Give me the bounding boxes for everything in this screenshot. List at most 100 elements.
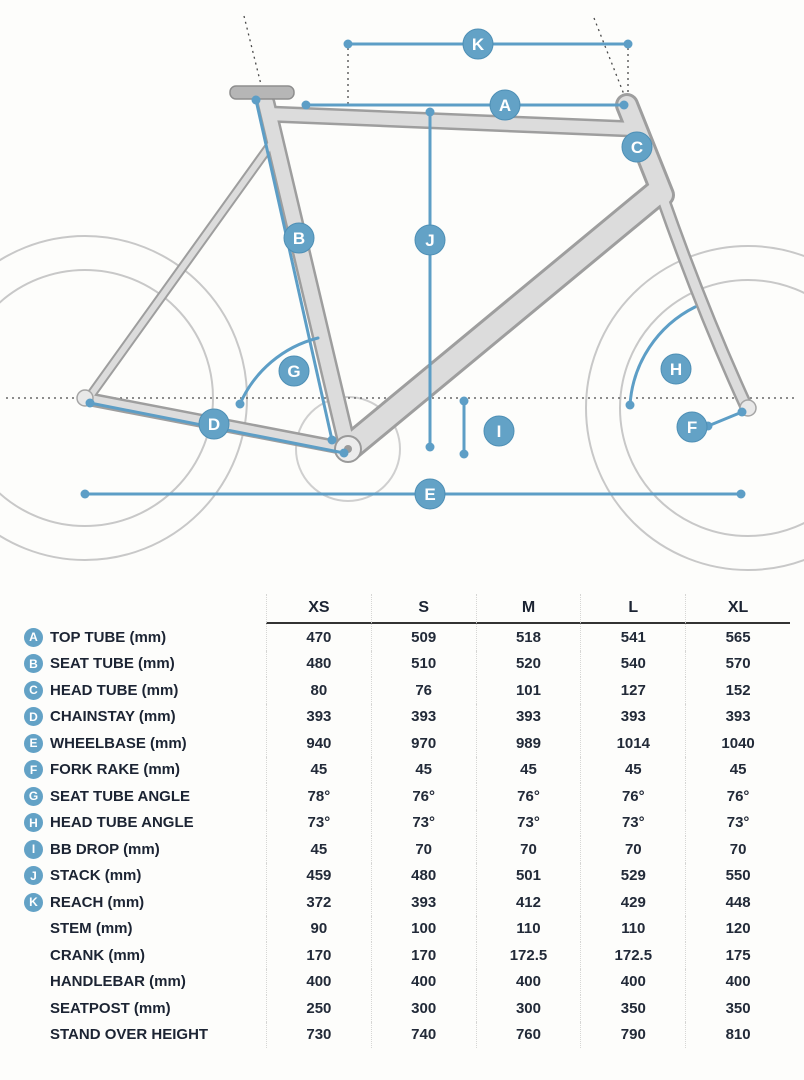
measurement-endpoints bbox=[80, 39, 747, 499]
diagram-badge-I: I bbox=[483, 415, 515, 447]
value-cell: 518 bbox=[475, 624, 581, 651]
diagram-badge-E: E bbox=[414, 478, 446, 510]
value-cell: 412 bbox=[475, 889, 581, 916]
diagram-badge-J: J bbox=[414, 224, 446, 256]
row-badge: B bbox=[24, 654, 43, 674]
diagram-badge-A: A bbox=[489, 89, 521, 121]
value-cell: 172.5 bbox=[475, 942, 581, 969]
value-cell: 810 bbox=[685, 1021, 790, 1048]
value-cell: 510 bbox=[370, 650, 476, 677]
value-cell: 790 bbox=[580, 1021, 685, 1048]
value-cell: 480 bbox=[370, 862, 476, 889]
svg-text:B: B bbox=[293, 229, 305, 248]
value-cell: 172.5 bbox=[580, 942, 685, 969]
row-badge: H bbox=[24, 813, 43, 833]
table-corner bbox=[18, 594, 266, 624]
value-cell: 940 bbox=[266, 730, 371, 757]
bike-geometry-diagram: K A C B J G H D I bbox=[0, 15, 804, 571]
svg-text:F: F bbox=[687, 418, 697, 437]
value-cell: 520 bbox=[475, 650, 581, 677]
column-header: L bbox=[580, 594, 686, 624]
value-cell: 45 bbox=[370, 756, 476, 783]
value-cell: 76° bbox=[580, 783, 685, 810]
row-badge-spacer bbox=[24, 999, 43, 1018]
value-cell: 529 bbox=[580, 862, 685, 889]
value-cell: 550 bbox=[685, 862, 790, 889]
value-cell: 393 bbox=[685, 703, 790, 730]
value-cell: 400 bbox=[685, 968, 790, 995]
svg-text:C: C bbox=[631, 138, 643, 157]
value-cell: 459 bbox=[266, 862, 371, 889]
row-badge: C bbox=[24, 680, 43, 700]
value-cell: 250 bbox=[266, 995, 371, 1022]
row-badge: E bbox=[24, 733, 43, 753]
value-cell: 110 bbox=[475, 915, 581, 942]
column-header: S bbox=[370, 594, 476, 624]
row-badge-spacer bbox=[24, 972, 43, 991]
value-cell: 170 bbox=[266, 942, 371, 969]
value-cell: 127 bbox=[580, 677, 685, 704]
value-cell: 300 bbox=[370, 995, 476, 1022]
value-cell: 393 bbox=[475, 703, 581, 730]
row-label-cell: SEATPOST (mm) bbox=[18, 995, 266, 1022]
svg-text:E: E bbox=[424, 485, 435, 504]
value-cell: 760 bbox=[475, 1021, 581, 1048]
svg-text:H: H bbox=[670, 360, 682, 379]
value-cell: 170 bbox=[370, 942, 476, 969]
diagram-badge-B: B bbox=[283, 222, 315, 254]
value-cell: 393 bbox=[580, 703, 685, 730]
value-cell: 70 bbox=[475, 836, 581, 863]
value-cell: 565 bbox=[685, 624, 790, 651]
row-label: HANDLEBAR (mm) bbox=[50, 973, 186, 991]
chainring-circle bbox=[295, 396, 401, 502]
value-cell: 393 bbox=[266, 703, 371, 730]
row-label: REACH (mm) bbox=[50, 893, 145, 911]
diagram-badge-K: K bbox=[462, 28, 494, 60]
value-cell: 1040 bbox=[685, 730, 790, 757]
value-cell: 989 bbox=[475, 730, 581, 757]
value-cell: 393 bbox=[370, 703, 476, 730]
value-cell: 45 bbox=[266, 756, 371, 783]
value-cell: 540 bbox=[580, 650, 685, 677]
value-cell: 101 bbox=[475, 677, 581, 704]
value-cell: 76° bbox=[685, 783, 790, 810]
column-header: XS bbox=[266, 594, 371, 624]
value-cell: 400 bbox=[580, 968, 685, 995]
row-label: STACK (mm) bbox=[50, 867, 142, 885]
value-cell: 350 bbox=[685, 995, 790, 1022]
value-cell: 76 bbox=[370, 677, 476, 704]
row-badge-spacer bbox=[24, 919, 43, 938]
row-label-cell: H HEAD TUBE ANGLE bbox=[18, 810, 266, 837]
diagram-badge-C: C bbox=[621, 131, 653, 163]
value-cell: 70 bbox=[580, 836, 685, 863]
column-header: M bbox=[475, 594, 581, 624]
svg-text:J: J bbox=[425, 231, 434, 250]
value-cell: 73° bbox=[370, 809, 476, 836]
row-badge: I bbox=[24, 839, 43, 859]
row-label: HEAD TUBE ANGLE bbox=[50, 814, 194, 832]
row-label: WHEELBASE (mm) bbox=[50, 734, 187, 752]
value-cell: 1014 bbox=[580, 730, 685, 757]
column-header: XL bbox=[685, 594, 790, 624]
value-cell: 90 bbox=[266, 915, 371, 942]
